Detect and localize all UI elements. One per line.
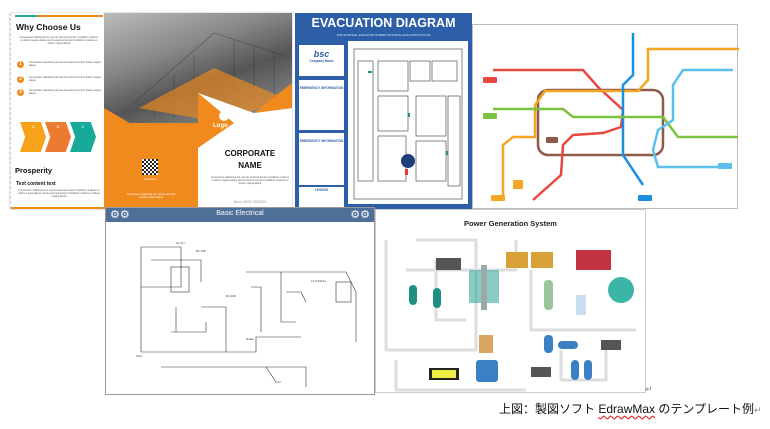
return-mark-icon: ↵ (645, 384, 653, 394)
circuit-schematic: C1 1U R1 10K R4 10K L2 0.03mH Diode VCC (136, 241, 357, 387)
company-box: bsc Company Name (299, 45, 344, 76)
power-diagram (384, 238, 636, 392)
intro-text: Consectetur adipiscing elit, sed do eius… (19, 36, 99, 46)
corporate-text: Consectetur adipiscing elit, sed do eius… (210, 176, 290, 186)
power-generation-thumbnail[interactable]: Power Generation System (375, 209, 646, 393)
circuit-label: Diode (246, 337, 254, 341)
accent-bar-bottom (11, 207, 107, 209)
floor-plan (348, 41, 468, 204)
caption-suffix: のテンプレート例 (655, 402, 755, 416)
circuit-label: C1 1U (176, 241, 185, 245)
metro-line-lightblue (651, 68, 733, 169)
emergency-info-box-2: EMERGENCY INFORMATION (299, 133, 344, 185)
power-title: Power Generation System (464, 219, 557, 228)
list-number: 2 (17, 76, 24, 83)
figure-caption: 上図：製図ソフト EdrawMax のテンプレート例↵ (499, 400, 762, 417)
list-text: Consectetur adipiscing elit sed do eiusm… (29, 61, 101, 68)
accent-bar (15, 15, 103, 17)
company-logo-icon: bsc (313, 49, 330, 59)
building-illustration (133, 32, 292, 123)
floor-plan-drawing (353, 48, 463, 200)
h2-supply-icon (476, 360, 498, 382)
step-letter: B (56, 124, 60, 129)
reactor-icon (409, 285, 417, 305)
hp-turbine-icon (506, 252, 528, 268)
gear-icon: ⚙⚙ (350, 209, 370, 221)
why-choose-title: Why Choose Us (16, 22, 81, 32)
catalyst-icon (433, 288, 441, 308)
prosperity-text: Consectetur adipiscing elit, sed do eius… (18, 189, 100, 199)
evacuation-diagram-thumbnail[interactable]: EVACUATION DIAGRAM THE SURVIVAL ELEVATOR… (295, 13, 472, 209)
converter-icon (576, 250, 611, 270)
electrical-header: ⚙⚙ Basic Electrical ⚙⚙ (106, 208, 374, 222)
step-letter: A (31, 124, 35, 129)
list-text: Consectetur adipiscing elit sed do eiusm… (29, 76, 101, 83)
list-number: 1 (17, 61, 24, 68)
caption-prefix: 上図：製図ソフト (499, 402, 599, 416)
prosperity-title: Prosperity (15, 166, 53, 175)
brochure-template-thumbnail[interactable]: Why Choose Us Consectetur adipiscing eli… (10, 13, 292, 209)
circuit-label: R1 10K (196, 249, 206, 253)
caption-product: EdrawMax (598, 402, 656, 416)
corporate-line2: NAME (238, 161, 262, 170)
moisture-separator-icon (544, 280, 553, 310)
logo-label: Logo (213, 123, 228, 129)
step-c: C (70, 122, 96, 152)
emergency-info-title: EMERGENCY INFORMATION (299, 139, 344, 143)
feedwater-heater-icon (558, 341, 578, 349)
accent-bar-teal (15, 15, 37, 17)
phone-number: Bnm 0532 453309 (233, 199, 267, 204)
brochure-left-panel: Why Choose Us Consectetur adipiscing eli… (10, 13, 107, 209)
middle-text: Consectetur adipiscing elit, sed do eius… (126, 193, 176, 200)
purification-icon (571, 360, 579, 380)
evacuation-title: EVACUATION DIAGRAM (311, 16, 456, 30)
step-b: B (45, 122, 71, 152)
metro-line-blue (621, 33, 645, 186)
return-mark-icon: ↵ (754, 405, 762, 415)
corporate-line1: CORPORATE (224, 149, 276, 158)
evacuation-subtitle: THE SURVIVAL ELEVATOR STREET BUILDING EV… (336, 33, 431, 37)
circuit-label: R4 10K (226, 294, 236, 298)
circuit-label: L2 0.03mH (311, 279, 326, 283)
electrical-title: Basic Electrical (216, 210, 264, 217)
qr-label: company (143, 177, 157, 181)
purification-icon (584, 360, 592, 380)
deaerator-icon (544, 335, 553, 353)
lp-turbine-icon (531, 252, 553, 268)
electrical-diagram-thumbnail[interactable]: ⚙⚙ Basic Electrical ⚙⚙ C1 1U R1 10K R4 1… (105, 207, 375, 395)
metro-line-red (493, 68, 624, 111)
metro-lines (483, 33, 741, 201)
list-number: 3 (17, 89, 24, 96)
brochure-geometry (104, 83, 292, 209)
list-text: Consectetur adipiscing elit sed do eiusm… (29, 89, 101, 96)
column-icon (481, 265, 487, 310)
gear-icon: ⚙⚙ (110, 209, 130, 221)
company-label: Company Name (309, 59, 334, 63)
step-a: A (20, 122, 46, 152)
metro-line-red-south (532, 109, 625, 201)
corporate-name: CORPORATE NAME (205, 148, 292, 172)
you-are-here-marker (401, 154, 415, 168)
metro-line-orange (501, 47, 741, 200)
condensate-pump-icon (531, 367, 551, 377)
metro-map-thumbnail[interactable] (472, 24, 741, 209)
circuit-label: VCC (136, 354, 143, 358)
emergency-info-box-1: EMERGENCY INFORMATION (299, 80, 344, 130)
metro-line-green (493, 107, 738, 139)
qr-code-icon (142, 159, 158, 175)
step-letter: C (81, 124, 85, 129)
legend-title: LEGEND (314, 188, 329, 192)
metro-line-brown (536, 88, 665, 157)
logo-icon (219, 111, 229, 121)
generator-icon (608, 277, 634, 303)
emergency-info-title: EMERGENCY INFORMATION (299, 86, 344, 90)
electric-heater-icon (479, 335, 493, 353)
condensate-pump-icon (601, 340, 621, 350)
pump-icon (436, 258, 461, 270)
legend-box: LEGEND (299, 187, 344, 207)
condenser-icon (576, 295, 586, 315)
airport-icon (513, 180, 523, 189)
text-content-title: Text content text (16, 181, 56, 187)
